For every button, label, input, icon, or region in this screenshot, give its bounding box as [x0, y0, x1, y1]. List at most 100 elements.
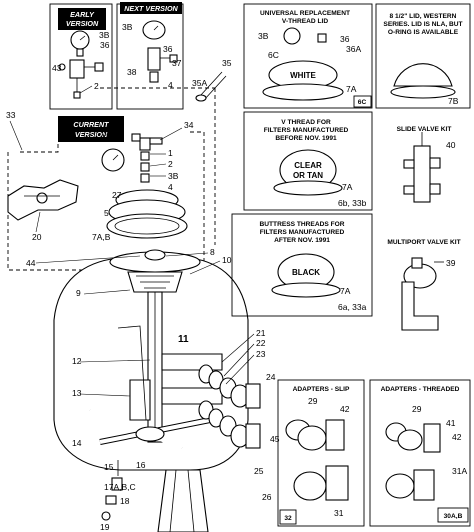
code-30ab: 30A,B	[444, 513, 463, 520]
label-34: 34	[184, 120, 194, 130]
label-36-universal: 36	[340, 34, 350, 44]
slide-valve-caption: SLIDE VALVE KIT	[397, 126, 452, 133]
filter-base	[157, 469, 209, 532]
label-18: 18	[120, 496, 130, 506]
current-version-outline	[7, 131, 205, 271]
label-7a-universal: 7A	[346, 84, 357, 94]
adapters-slip-caption: ADAPTERS - SLIP	[293, 386, 350, 393]
label-3b-next: 3B	[122, 22, 133, 32]
label-1: 1	[168, 148, 173, 158]
label-15: 15	[104, 462, 114, 472]
vthread-caption-1: V THREAD FOR	[281, 119, 331, 126]
label-24: 24	[266, 372, 276, 382]
code-32: 32	[284, 515, 292, 522]
western-caption-2: SERIES. LID IS NLA, BUT	[383, 21, 462, 28]
next-version-panel: NEXT VERSION 3B 36 37 38 4	[116, 2, 184, 110]
label-42-threaded: 42	[452, 432, 462, 442]
buttress-caption-2: FILTERS MANUFACTURED	[260, 229, 345, 236]
lid-clamp-bracket	[7, 179, 79, 221]
label-45: 45	[270, 434, 280, 444]
filter-lid-current	[106, 189, 188, 239]
label-35: 35	[222, 58, 232, 68]
label-13: 13	[72, 388, 82, 398]
label-22: 22	[256, 338, 266, 348]
label-29-slip: 29	[308, 396, 318, 406]
label-38: 38	[127, 67, 137, 77]
vthread-caption-2: FILTERS MANUFACTURED	[264, 127, 349, 134]
label-11: 11	[178, 334, 189, 345]
label-36-next: 36	[163, 44, 173, 54]
universal-caption-1: UNIVERSAL REPLACEMENT	[260, 10, 350, 17]
label-14: 14	[72, 438, 82, 448]
bottom-laterals	[89, 408, 211, 450]
label-2-early: 2	[94, 81, 99, 91]
vthread-lid-box: V THREAD FOR FILTERS MANUFACTURED BEFORE…	[243, 111, 373, 211]
western-caption-1: 8 1/2" LID, WESTERN	[390, 13, 457, 20]
drain-assembly	[101, 460, 123, 521]
label-4-next: 4	[168, 80, 173, 90]
current-version-label: CURRENT	[73, 120, 109, 129]
label-4-current: 4	[168, 182, 173, 192]
label-3-current: 3B	[168, 171, 179, 181]
label-2-current: 2	[168, 159, 173, 169]
label-5: 5	[104, 208, 109, 218]
air-relief-valve-early	[69, 59, 85, 79]
label-12: 12	[72, 356, 82, 366]
tank-neck	[144, 249, 166, 261]
label-43: 43	[52, 63, 62, 73]
code-6b-33b: 6b, 33b	[338, 198, 367, 208]
buttress-caption-1: BUTTRESS THREADS FOR	[260, 221, 345, 228]
label-3b-universal: 3B	[258, 31, 269, 41]
code-6a-33a: 6a, 33a	[338, 302, 367, 312]
label-26: 26	[262, 492, 272, 502]
label-17: 17A,B,C	[104, 482, 136, 492]
buttress-caption-3: AFTER NOV. 1991	[274, 237, 330, 244]
vthread-caption-3: BEFORE NOV. 1991	[275, 135, 337, 142]
code-6c-box: 6C	[358, 99, 367, 106]
label-35a: 35A	[192, 78, 207, 88]
label-44: 44	[26, 258, 36, 268]
label-36-early: 36	[100, 40, 110, 50]
label-40: 40	[446, 140, 456, 150]
adapters-threaded-box: ADAPTERS - THREADED 29 41 42 31A 30A,B	[369, 379, 471, 527]
label-25: 25	[254, 466, 264, 476]
label-3b-early: 3B	[99, 30, 110, 40]
label-6c: 6C	[268, 50, 279, 60]
label-23: 23	[256, 349, 266, 359]
lid-white: WHITE	[290, 71, 316, 80]
air-relief-valve-next	[147, 47, 161, 71]
current-version-header	[58, 116, 124, 142]
universal-caption-2: V-THREAD LID	[282, 18, 328, 25]
label-21: 21	[256, 328, 266, 338]
universal-lid-box: UNIVERSAL REPLACEMENT V-THREAD LID WHITE…	[243, 3, 373, 109]
multiport-valve-kit: MULTIPORT VALVE KIT 39	[387, 239, 461, 331]
current-version-label-2: VERSION	[75, 130, 108, 139]
early-version-panel: EARLY VERSION 3B 36 43 2	[49, 3, 113, 110]
label-27: 27	[112, 190, 122, 200]
label-20: 20	[32, 232, 42, 242]
union-fittings	[198, 364, 261, 449]
label-7b: 7B	[448, 96, 459, 106]
label-10: 10	[222, 255, 232, 265]
label-36a: 36A	[346, 44, 361, 54]
western-lid-box: 8 1/2" LID, WESTERN SERIES. LID IS NLA, …	[375, 3, 471, 109]
early-version-header	[58, 8, 106, 30]
label-37: 37	[172, 58, 182, 68]
label-16: 16	[136, 460, 146, 470]
label-33: 33	[6, 110, 16, 120]
adapters-slip-box: ADAPTERS - SLIP 29 42 31 32	[277, 379, 365, 527]
buttress-lid-box: BUTTRESS THREADS FOR FILTERS MANUFACTURE…	[231, 213, 373, 317]
western-caption-3: O-RING IS AVAILABLE	[388, 29, 459, 36]
label-39: 39	[446, 258, 456, 268]
label-9: 9	[76, 288, 81, 298]
label-7ab: 7A,B	[92, 232, 111, 242]
label-42-slip: 42	[340, 404, 350, 414]
early-version-label-2: VERSION	[66, 19, 99, 28]
label-7a-buttress: 7A	[340, 286, 351, 296]
relief-tube	[195, 71, 227, 102]
label-7a-vthread: 7A	[342, 182, 353, 192]
top-diffuser	[127, 271, 183, 293]
next-version-label: NEXT VERSION	[124, 4, 178, 13]
lid-black: BLACK	[292, 268, 320, 277]
